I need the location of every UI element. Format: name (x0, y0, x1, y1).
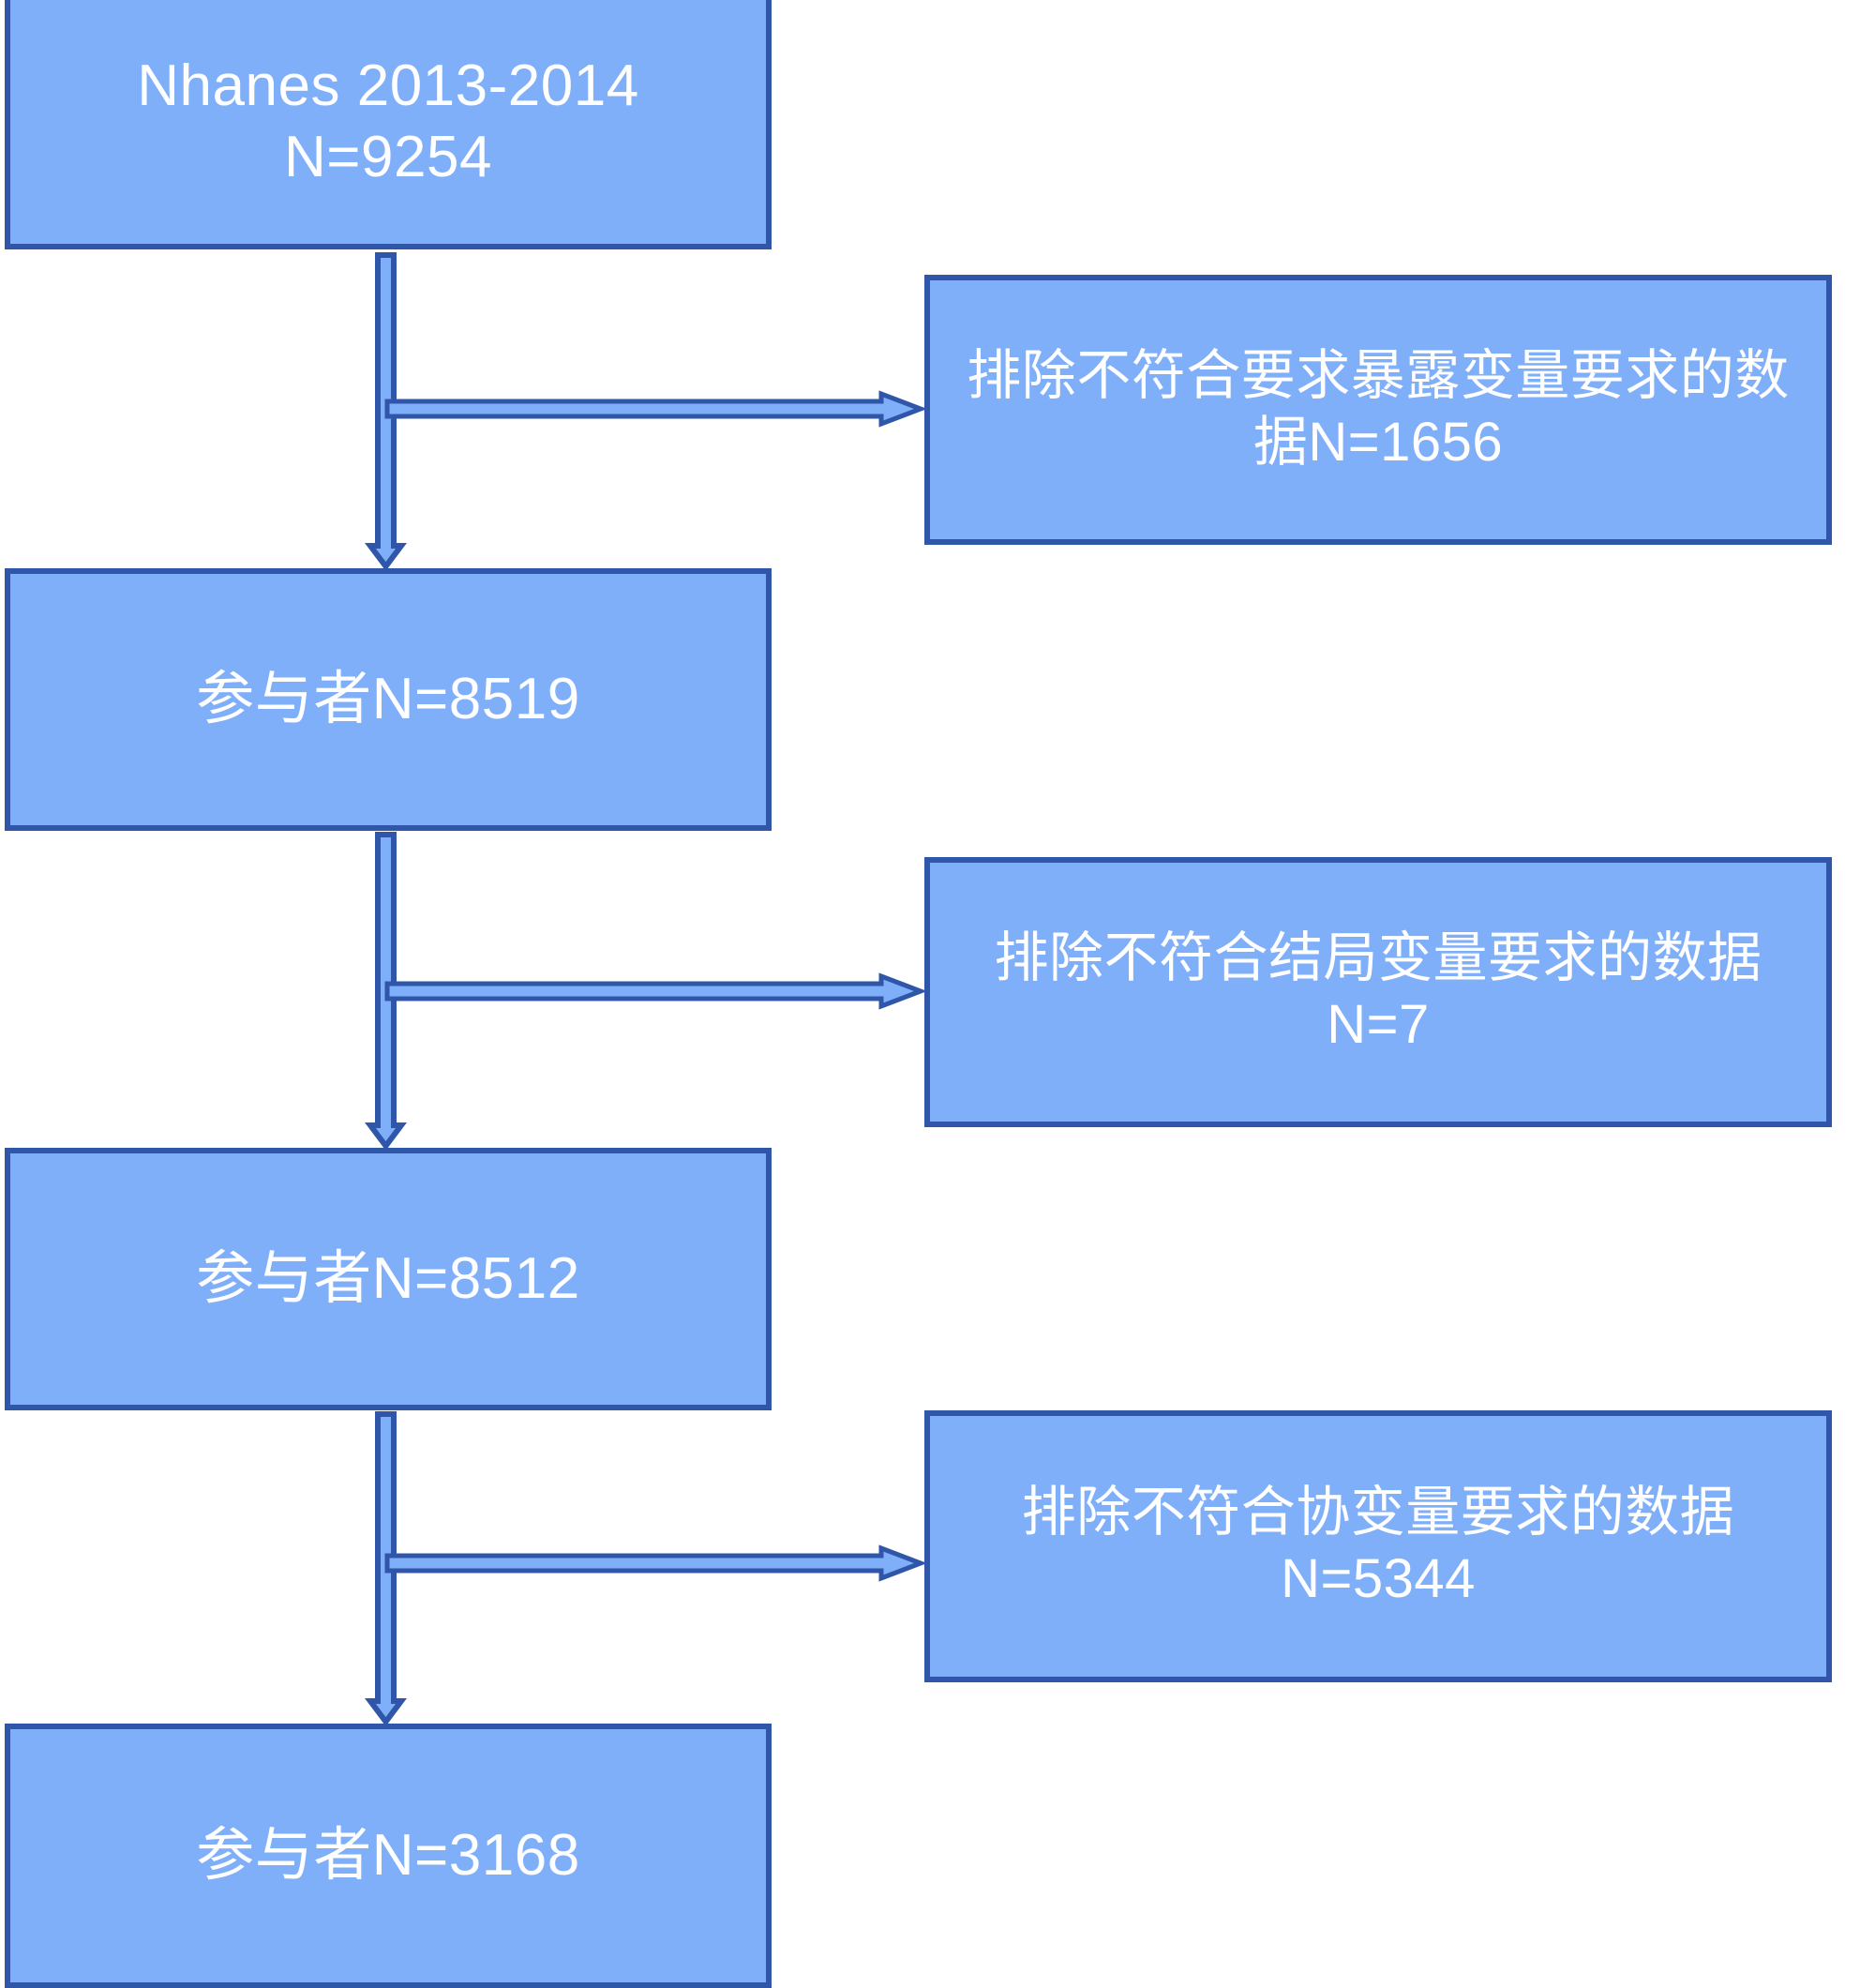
node-exclude-exposure-label: 排除不符合要求暴露变量要求的数据N=1656 (967, 345, 1790, 473)
node-participants-after-exposure[interactable]: 参与者N=8519 (5, 568, 772, 831)
node-participants-after-outcome-label: 参与者N=8512 (196, 1246, 580, 1312)
side-arrow-3 (384, 1544, 928, 1582)
node-exclude-outcome[interactable]: 排除不符合结局变量要求的数据N=7 (924, 857, 1832, 1127)
node-exclude-covariate-label: 排除不符合协变量要求的数据N=5344 (1021, 1482, 1735, 1609)
node-exclude-covariate[interactable]: 排除不符合协变量要求的数据N=5344 (924, 1410, 1832, 1682)
side-arrow-1 (384, 390, 928, 428)
node-exclude-outcome-label: 排除不符合结局变量要求的数据N=7 (994, 927, 1762, 1055)
down-arrow-3 (365, 1411, 407, 1726)
side-arrow-2 (384, 972, 928, 1010)
node-participants-final-label: 参与者N=3168 (196, 1823, 580, 1889)
node-participants-after-exposure-label: 参与者N=8519 (196, 667, 580, 732)
node-source-population[interactable]: Nhanes 2013-2014 N=9254 (5, 0, 772, 249)
node-participants-final[interactable]: 参与者N=3168 (5, 1724, 772, 1988)
node-exclude-exposure[interactable]: 排除不符合要求暴露变量要求的数据N=1656 (924, 275, 1832, 545)
down-arrow-1 (365, 252, 407, 571)
down-arrow-2 (365, 832, 407, 1151)
node-participants-after-outcome[interactable]: 参与者N=8512 (5, 1148, 772, 1410)
node-source-population-label: Nhanes 2013-2014 N=9254 (137, 53, 639, 189)
